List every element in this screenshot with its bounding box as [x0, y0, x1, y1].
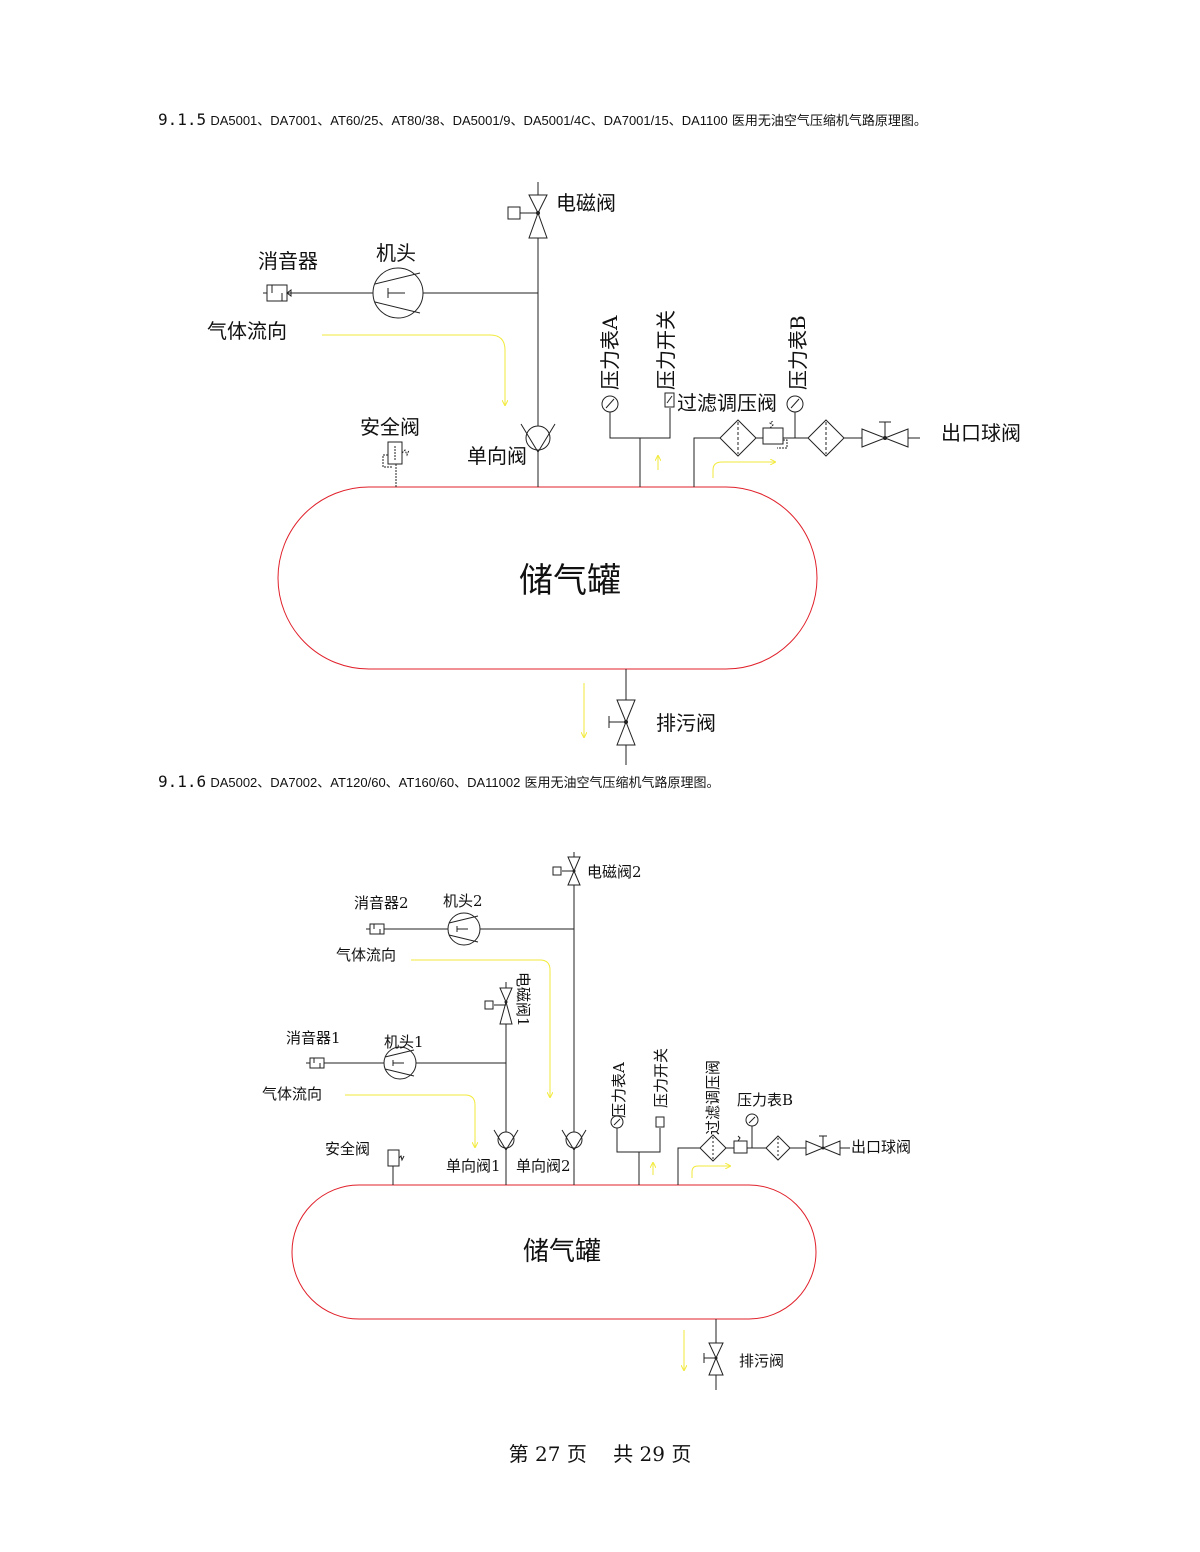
safety-valve-label: 安全阀	[325, 1140, 370, 1158]
gauge-a-label: 压力表A	[610, 1062, 628, 1118]
compressor-label: 机头	[376, 241, 416, 265]
drain-valve-label: 排污阀	[739, 1352, 784, 1370]
flow-arrow	[411, 959, 550, 1097]
diagram-1: 储气罐 电磁阀 消音器 机头 气体流向 单向阀 安全阀 压力表A	[207, 182, 1021, 765]
section-heading-1: 9.1.5 DA5001、DA7001、AT60/25、AT80/38、DA50…	[158, 110, 927, 129]
flow-arrow	[345, 1094, 475, 1147]
check-valve1-label: 单向阀1	[446, 1157, 501, 1175]
pressure-gauge-icon	[610, 1115, 624, 1129]
solenoid-valve-icon	[507, 194, 548, 239]
check-valve2-label: 单向阀2	[516, 1157, 571, 1175]
check-valve-label: 单向阀	[467, 444, 527, 468]
regulator-icon	[762, 420, 788, 449]
filter-icon	[699, 1134, 727, 1162]
drain-valve-icon	[703, 1342, 724, 1376]
gauge-b-label: 压力表B	[737, 1091, 793, 1109]
tank-label: 储气罐	[519, 561, 621, 601]
compressor-icon	[447, 912, 481, 946]
pressure-gauge-icon	[745, 1113, 759, 1127]
regulator-label: 过滤调压阀	[704, 1060, 722, 1135]
safety-valve-icon	[387, 1149, 405, 1185]
tank-label: 储气罐	[523, 1237, 601, 1267]
regulator-label: 过滤调压阀	[677, 391, 777, 415]
pressure-switch-icon	[664, 392, 675, 408]
safety-valve-icon	[382, 441, 410, 487]
muffler-label: 消音器	[258, 249, 318, 273]
flow-arrow	[322, 334, 505, 405]
pipe	[306, 852, 575, 1185]
check-valve-icon	[561, 1129, 587, 1151]
flow2-label: 气体流向	[336, 946, 396, 964]
safety-valve-label: 安全阀	[360, 415, 420, 439]
flow-arrow	[712, 462, 775, 478]
diagram-2: 储气罐 电磁阀2 消音器2 机头2 气体流向 电磁阀1 消音器1 机头1 气体流…	[262, 852, 911, 1390]
section-heading-2: 9.1.6 DA5002、DA7002、AT120/60、AT160/60、DA…	[158, 772, 720, 791]
section-number: 9.1.5	[158, 110, 207, 129]
regulator-icon	[733, 1135, 748, 1154]
gauge-a-label: 压力表A	[598, 315, 622, 390]
drain-valve-label: 排污阀	[656, 711, 716, 735]
solenoid2-label: 电磁阀2	[587, 863, 642, 881]
flow-label: 气体流向	[207, 319, 287, 343]
ball-valve-icon	[861, 421, 909, 448]
compressor1-label: 机头1	[384, 1033, 424, 1051]
outlet-valve-label: 出口球阀	[941, 421, 1021, 445]
filter-icon	[719, 419, 757, 457]
drain-valve-icon	[608, 699, 636, 746]
check-valve-icon	[520, 423, 556, 453]
pressure-switch-icon	[655, 1116, 665, 1128]
muffler-icon	[369, 923, 385, 935]
air-tank	[277, 486, 818, 670]
muffler-icon	[309, 1057, 325, 1069]
model-list: DA5001、DA7001、AT60/25、AT80/38、DA5001/9、D…	[210, 113, 728, 128]
pipe	[609, 408, 671, 487]
filter-icon	[807, 419, 845, 457]
gauge-b-label: 压力表B	[786, 315, 810, 390]
switch-label: 压力开关	[652, 1048, 670, 1108]
page-footer: 第 27 页 共 29 页	[508, 1442, 692, 1466]
outlet-valve-label: 出口球阀	[851, 1138, 911, 1156]
section-description: 医用无油空气压缩机气路原理图。	[524, 776, 720, 791]
muffler2-label: 消音器2	[354, 894, 409, 912]
ball-valve-icon	[805, 1135, 841, 1156]
pipe	[616, 1128, 661, 1185]
model-list: DA5002、DA7002、AT120/60、AT160/60、DA11002	[210, 775, 521, 790]
pipe	[693, 412, 920, 487]
pressure-gauge-icon	[601, 395, 619, 413]
solenoid1-label: 电磁阀1	[514, 972, 532, 1027]
compressor2-label: 机头2	[443, 892, 483, 910]
pressure-gauge-icon	[786, 395, 804, 413]
muffler-icon	[266, 284, 292, 302]
filter-icon	[765, 1135, 791, 1161]
muffler1-label: 消音器1	[286, 1029, 341, 1047]
air-tank	[291, 1184, 817, 1320]
flow1-label: 气体流向	[262, 1085, 322, 1103]
compressor-icon	[383, 1046, 417, 1080]
section-number: 9.1.6	[158, 772, 207, 791]
solenoid-valve-icon	[484, 987, 513, 1025]
flow-arrow	[691, 1166, 730, 1178]
check-valve-icon	[493, 1129, 519, 1151]
solenoid-valve-icon	[552, 856, 581, 886]
switch-label: 压力开关	[654, 310, 678, 390]
solenoid-label: 电磁阀	[556, 191, 616, 215]
section-description: 医用无油空气压缩机气路原理图。	[731, 114, 927, 129]
compressor-icon	[372, 267, 424, 319]
